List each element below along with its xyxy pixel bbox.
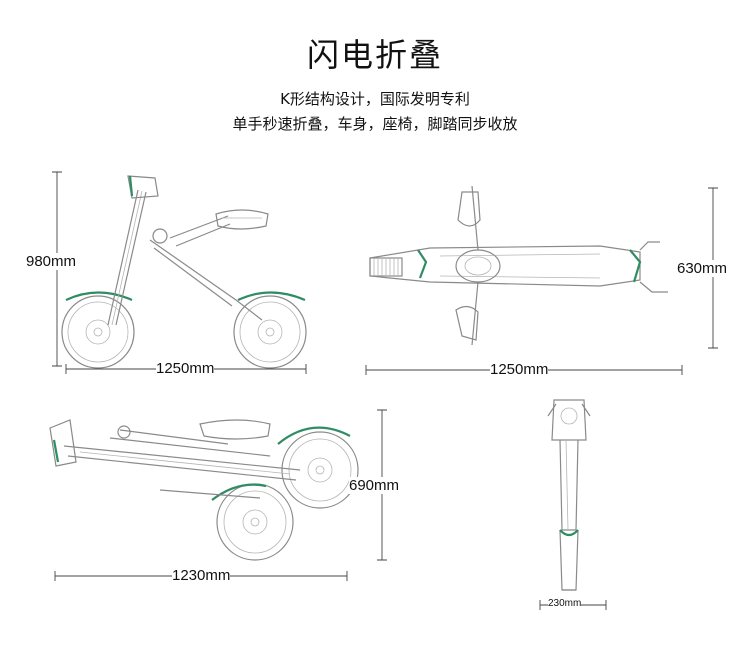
page-title: 闪电折叠: [306, 36, 443, 74]
subtitle-structure: K形结构设计，国际发明专利: [280, 90, 470, 108]
dimension-lines: [52, 171, 718, 610]
top-view-drawing: [369, 185, 668, 346]
front-width-label: 230mm: [548, 598, 582, 609]
folded-view-drawing: [49, 419, 359, 561]
subtitle-folding: 单手秒速折叠，车身，座椅，脚踏同步收放: [232, 115, 518, 133]
front-view-drawing: [547, 399, 591, 591]
side-height-label: 980mm: [26, 253, 77, 270]
folded-length-label: 1230mm: [172, 567, 231, 584]
top-length-label: 1250mm: [490, 361, 549, 378]
folded-height-label: 690mm: [349, 477, 400, 494]
top-width-label: 630mm: [677, 260, 728, 277]
side-view-drawing: [61, 175, 307, 369]
side-length-label: 1250mm: [156, 360, 215, 377]
